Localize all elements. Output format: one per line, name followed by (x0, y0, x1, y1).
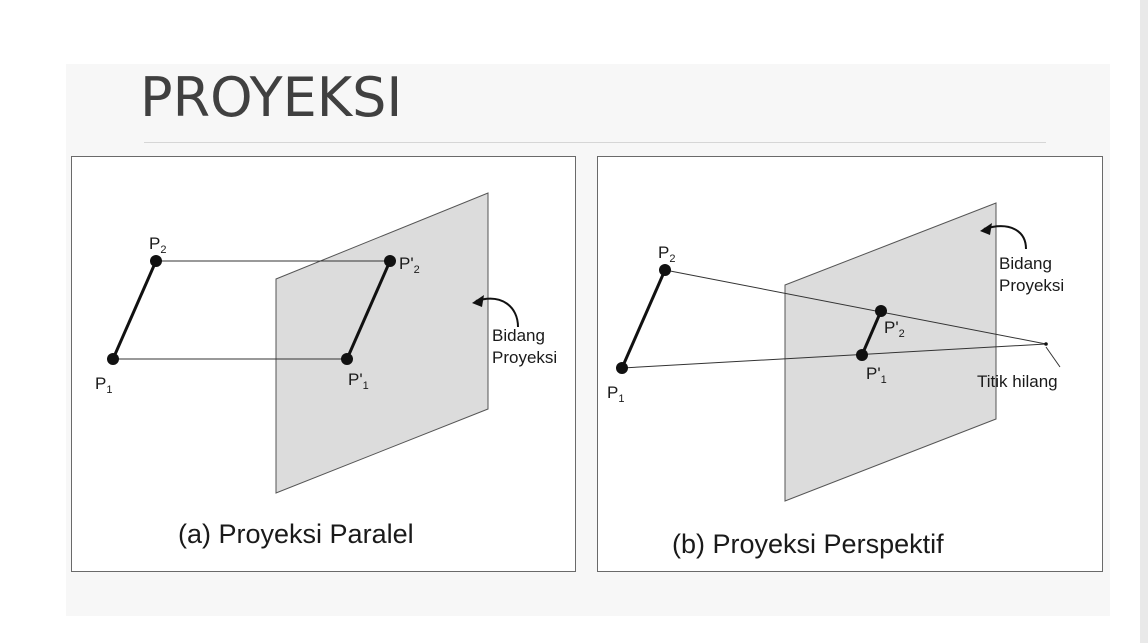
projection-plane (784, 202, 997, 502)
label-p1-projected: P'1 (866, 364, 887, 386)
label-p2: P2 (658, 243, 675, 265)
arrow-head (472, 295, 484, 307)
title-divider (144, 142, 1046, 143)
projector-line-p1 (621, 343, 1047, 369)
point-p2 (150, 255, 162, 267)
label-p1-projected: P'1 (348, 370, 369, 392)
segment-p1-p2-projected (860, 310, 883, 356)
plane-label-line1: Bidang (999, 254, 1052, 273)
point-p1-projected (341, 353, 353, 365)
perspective-projection-panel: P2 P1 P'2 P'1 Titik hilang Bidang Proyek… (597, 156, 1103, 572)
point-p1 (616, 362, 628, 374)
caption-parallel: (a) Proyeksi Paralel (178, 519, 414, 549)
window-edge (1140, 0, 1148, 643)
projection-plane (275, 192, 489, 494)
segment-p1-p2 (111, 260, 158, 360)
point-p1 (107, 353, 119, 365)
vanishing-point-leader (1045, 346, 1061, 368)
point-p2 (659, 264, 671, 276)
projector-line-p2 (664, 269, 1047, 345)
plane-label-line2: Proyeksi (492, 348, 557, 367)
segment-p1-p2 (620, 269, 667, 369)
arrow-head (980, 223, 992, 235)
label-p2: P2 (149, 234, 166, 256)
point-p2-projected (875, 305, 887, 317)
caption-perspective: (b) Proyeksi Perspektif (672, 529, 944, 559)
perspective-projection-diagram: P2 P1 P'2 P'1 Titik hilang Bidang Proyek… (607, 202, 1064, 559)
label-p1: P1 (95, 374, 112, 396)
slide-title: PROYEKSI (140, 66, 403, 129)
parallel-projection-diagram: P2 P1 P'2 P'1 Bidang Proyeksi (a) Proyek… (95, 192, 557, 549)
label-p2-projected: P'2 (399, 254, 420, 276)
label-p2-projected: P'2 (884, 318, 905, 340)
vanishing-point-label: Titik hilang (977, 372, 1058, 391)
point-p2-projected (384, 255, 396, 267)
vanishing-point (1044, 342, 1048, 346)
plane-label-line2: Proyeksi (999, 276, 1064, 295)
plane-label-line1: Bidang (492, 326, 545, 345)
label-p1: P1 (607, 383, 624, 405)
segment-p1-p2-projected (345, 260, 392, 360)
point-p1-projected (856, 349, 868, 361)
parallel-projection-panel: P2 P1 P'2 P'1 Bidang Proyeksi (a) Proyek… (71, 156, 576, 572)
